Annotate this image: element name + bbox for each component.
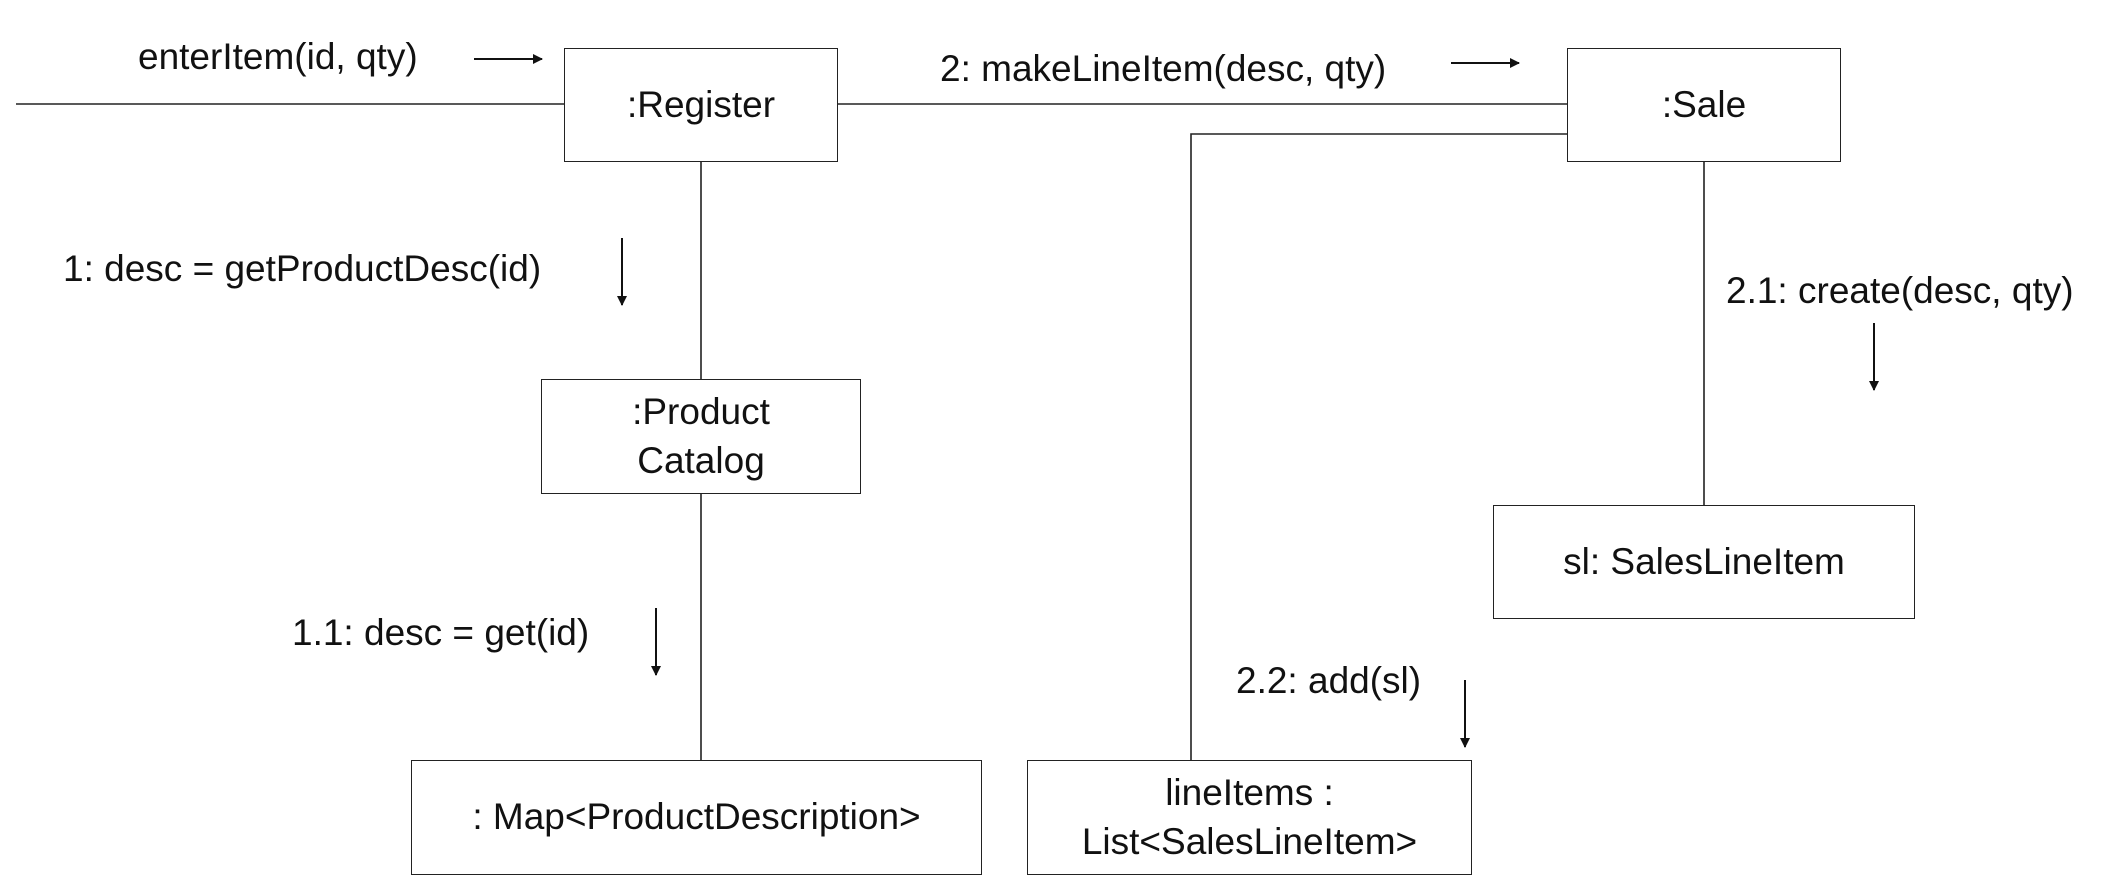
product-catalog-label-line1: :Product	[632, 391, 770, 433]
map-object[interactable]: : Map<ProductDescription>	[411, 760, 982, 875]
register-object[interactable]: :Register	[564, 48, 838, 162]
line-items-label-line1: lineItems :	[1165, 772, 1334, 814]
message-enter-item: enterItem(id, qty)	[138, 36, 418, 77]
message-create: 2.1: create(desc, qty)	[1726, 270, 2074, 311]
line-items-object[interactable]: lineItems : List<SalesLineItem>	[1027, 760, 1472, 875]
line-items-label-line2: List<SalesLineItem>	[1081, 820, 1418, 862]
link-sale-lineitems	[1190, 133, 1568, 760]
message-get-product-desc: 1: desc = getProductDesc(id)	[63, 248, 542, 289]
sale-object-label: :Sale	[1661, 83, 1747, 125]
message-make-line-item: 2: makeLineItem(desc, qty)	[940, 48, 1387, 89]
sale-object[interactable]: :Sale	[1567, 48, 1841, 162]
product-catalog-object[interactable]: :Product Catalog	[541, 379, 861, 494]
product-catalog-label-line2: Catalog	[637, 439, 765, 481]
sales-line-item-object[interactable]: sl: SalesLineItem	[1493, 505, 1915, 619]
sales-line-item-label: sl: SalesLineItem	[1563, 540, 1845, 582]
message-get: 1.1: desc = get(id)	[292, 612, 590, 653]
message-add: 2.2: add(sl)	[1236, 660, 1422, 701]
register-object-label: :Register	[626, 83, 776, 125]
map-object-label: : Map<ProductDescription>	[472, 796, 921, 838]
